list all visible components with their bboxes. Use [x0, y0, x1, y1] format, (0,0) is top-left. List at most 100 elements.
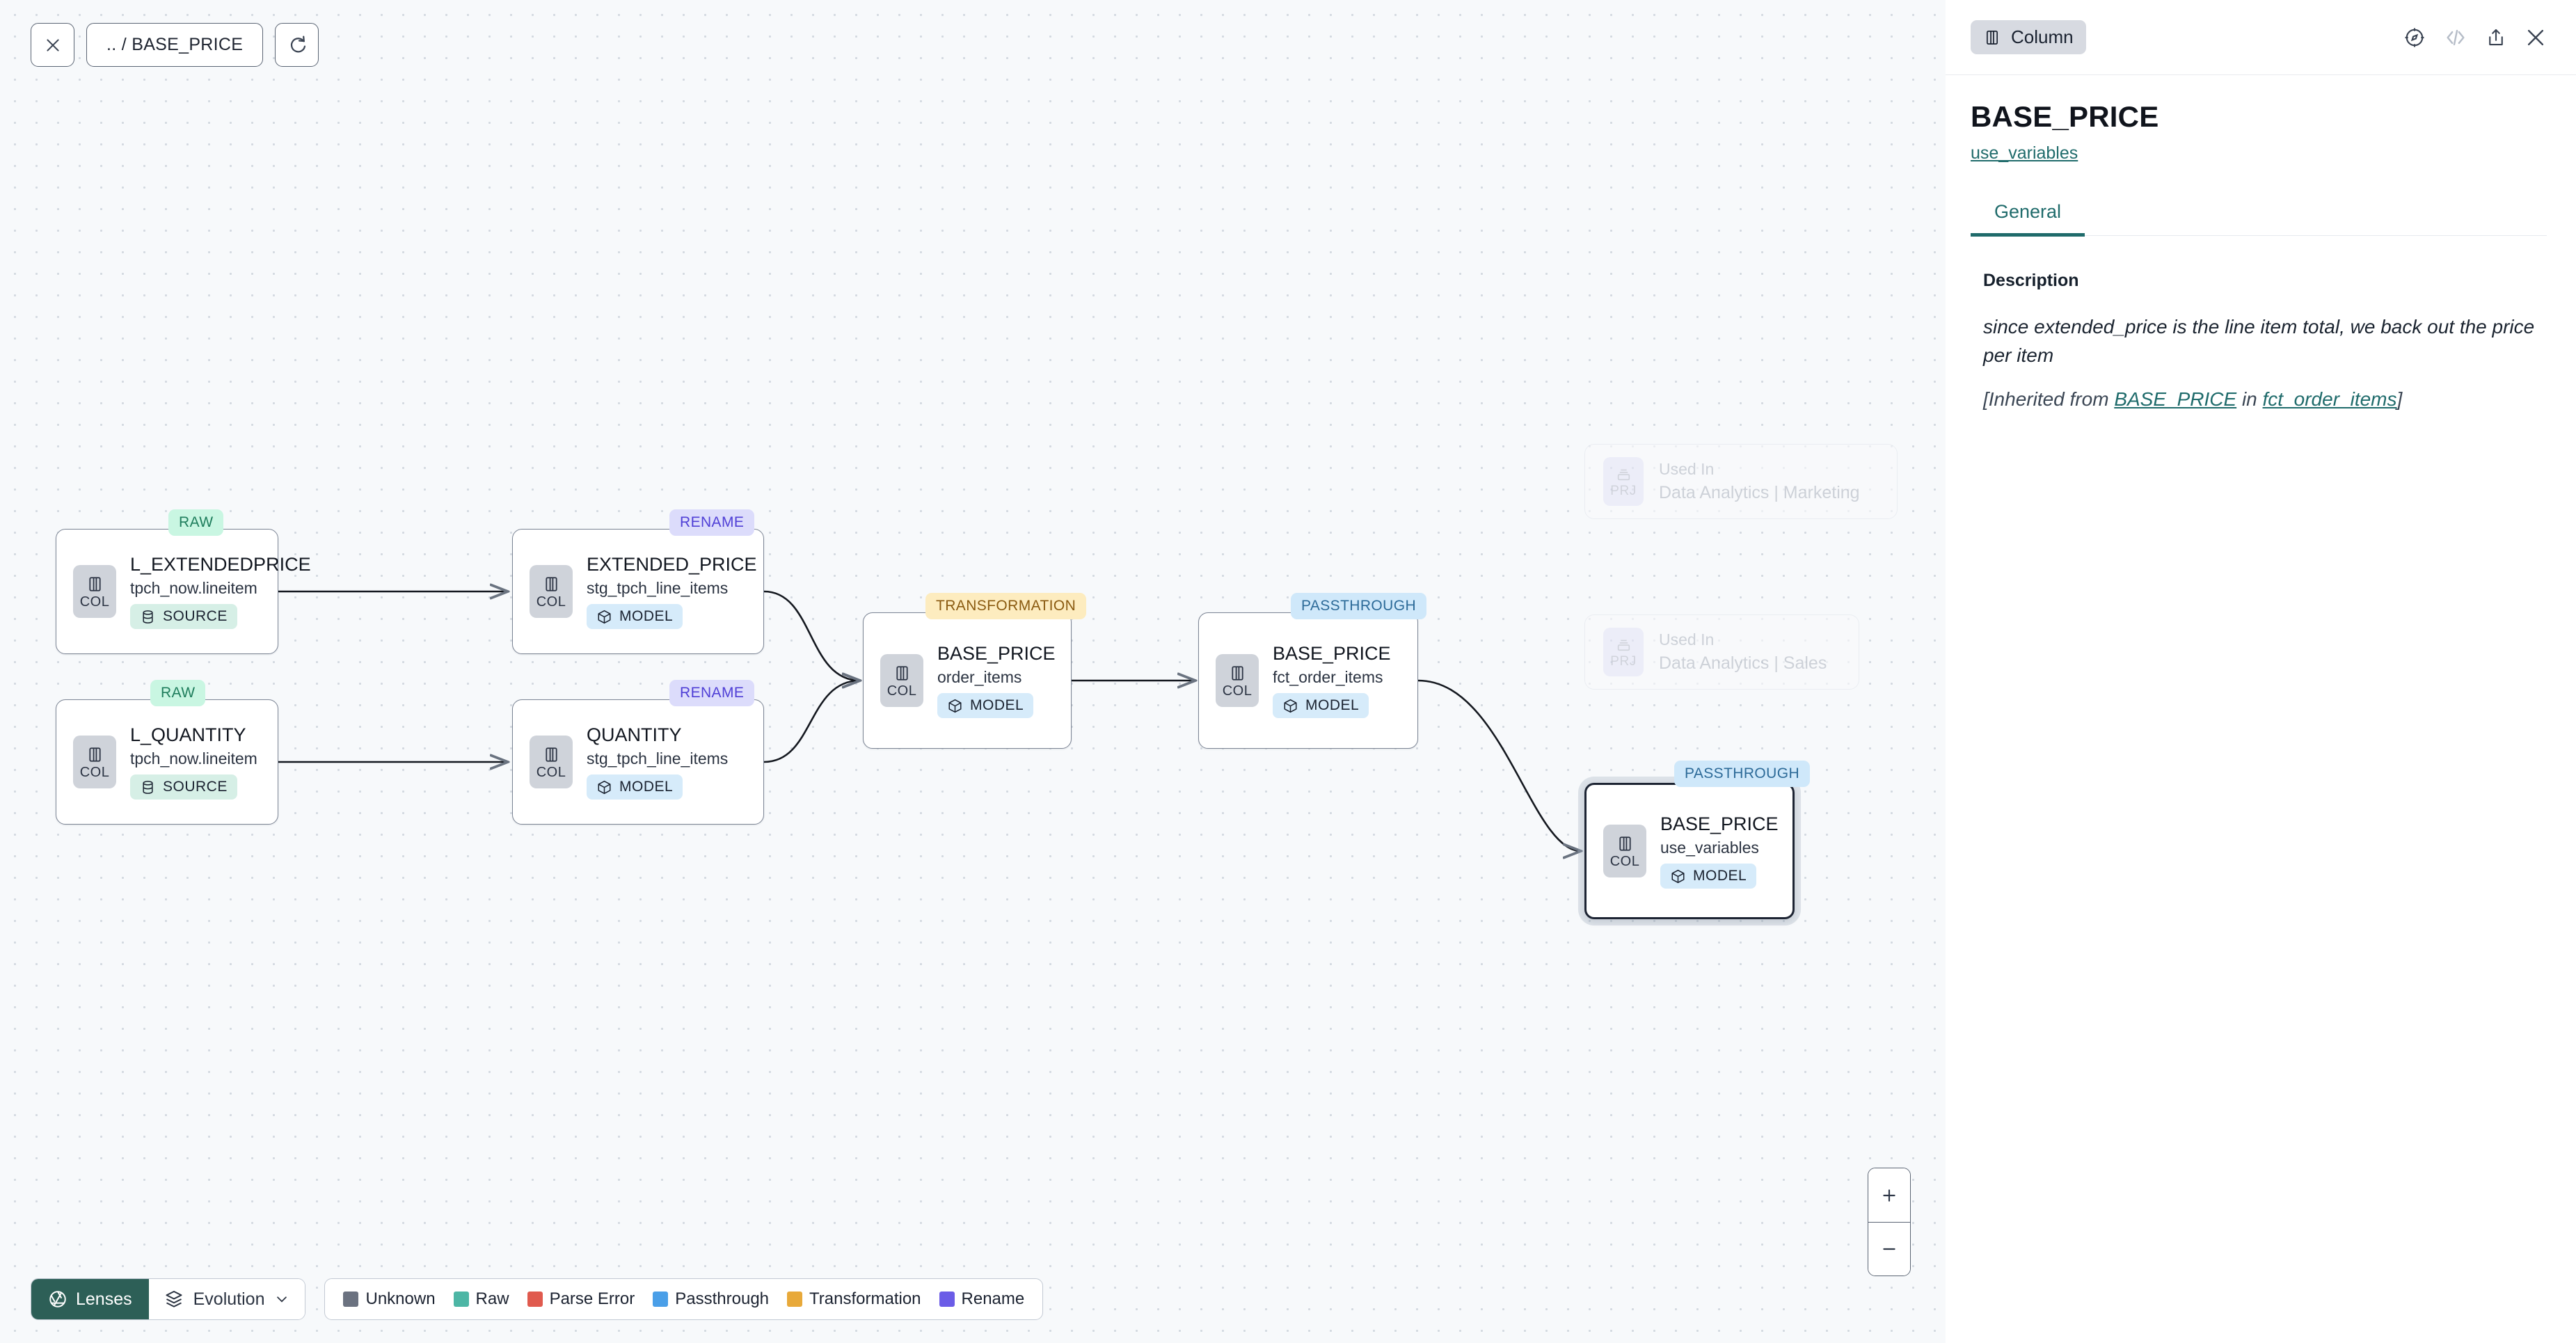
prj-chip: PRJ: [1603, 628, 1644, 676]
legend-item[interactable]: Raw: [453, 1289, 509, 1309]
close-lineage-button[interactable]: [31, 23, 74, 67]
col-chip-label: COL: [1222, 683, 1253, 699]
prj-chip-label: PRJ: [1610, 654, 1637, 669]
inherited-middle: in: [2236, 388, 2263, 410]
zoom-in-button[interactable]: [1868, 1168, 1910, 1222]
legend-item[interactable]: Rename: [939, 1289, 1024, 1309]
column-icon: [896, 665, 908, 681]
used-in-body: Used In Data Analytics | Marketing: [1659, 460, 1860, 503]
node-inner: COL BASE_PRICE order_items MODEL: [864, 613, 1071, 748]
project-icon: [1617, 639, 1630, 651]
prj-chip-label: PRJ: [1610, 484, 1637, 498]
evolution-label: Evolution: [193, 1289, 265, 1309]
details-panel-body: BASE_PRICE use_variables General Descrip…: [1946, 75, 2576, 414]
parent-model-link[interactable]: use_variables: [1971, 143, 2078, 163]
legend-label: Parse Error: [549, 1289, 635, 1308]
legend-label: Raw: [475, 1289, 509, 1308]
tab-general[interactable]: General: [1971, 201, 2085, 237]
node-kind-label: SOURCE: [163, 779, 228, 795]
node-subtitle: order_items: [937, 667, 1022, 686]
col-chip-label: COL: [1609, 853, 1640, 869]
node-badge-passthrough: PASSTHROUGH: [1291, 593, 1427, 619]
node-badge-raw: RAW: [168, 509, 224, 536]
aperture-icon: [49, 1291, 66, 1308]
used-in-card[interactable]: PRJ Used In Data Analytics | Marketing: [1584, 444, 1898, 519]
node-kind-label: MODEL: [619, 779, 674, 795]
col-chip: COL: [73, 565, 116, 618]
description-text: since extended_price is the line item to…: [1983, 316, 2535, 366]
node-kind-label: MODEL: [619, 608, 674, 625]
node-inner: COL EXTENDED_PRICE stg_tpch_line_items M…: [513, 530, 763, 653]
canvas-toolbar: .. / BASE_PRICE: [31, 23, 319, 67]
entity-type-chip: Column: [1971, 20, 2086, 54]
node-kind-label: SOURCE: [163, 608, 228, 625]
node-body: L_EXTENDEDPRICE tpch_now.lineitem SOURCE: [130, 554, 311, 630]
legend-item[interactable]: Transformation: [787, 1289, 921, 1309]
column-icon: [1619, 836, 1631, 851]
close-icon[interactable]: [2525, 26, 2547, 49]
cube-icon: [598, 610, 611, 623]
col-chip: COL: [530, 736, 573, 788]
inherited-column-link[interactable]: BASE_PRICE: [2114, 388, 2237, 410]
node-kind-pill: MODEL: [937, 693, 1034, 719]
lineage-node[interactable]: COL BASE_PRICE fct_order_items MODEL: [1198, 612, 1418, 749]
code-icon[interactable]: [2444, 26, 2467, 49]
node-inner: COL L_EXTENDEDPRICE tpch_now.lineitem SO…: [56, 530, 311, 653]
col-chip-label: COL: [536, 594, 566, 610]
breadcrumb-label: .. / BASE_PRICE: [106, 35, 244, 54]
used-in-value: Data Analytics | Sales: [1659, 653, 1827, 673]
used-in-label: Used In: [1659, 460, 1715, 478]
compass-icon[interactable]: [2403, 26, 2426, 49]
legend-swatch: [453, 1292, 469, 1307]
legend-label: Unknown: [365, 1289, 436, 1308]
lens-group: Lenses Evolution: [31, 1278, 306, 1320]
node-body: BASE_PRICE order_items MODEL: [937, 642, 1056, 719]
used-in-card[interactable]: PRJ Used In Data Analytics | Sales: [1584, 614, 1859, 690]
lineage-node[interactable]: COL L_EXTENDEDPRICE tpch_now.lineitem SO…: [56, 529, 311, 654]
layers-icon: [166, 1291, 182, 1308]
col-chip: COL: [73, 736, 116, 788]
col-chip: COL: [880, 654, 923, 707]
lineage-node[interactable]: COL QUANTITY stg_tpch_line_items MODEL: [512, 699, 764, 825]
node-kind-pill: MODEL: [587, 774, 683, 800]
node-kind-pill: SOURCE: [130, 774, 237, 800]
lineage-legend: Unknown Raw Parse Error Passthrough Transfor…: [324, 1278, 1044, 1320]
refresh-icon: [290, 35, 305, 52]
node-inner: COL QUANTITY stg_tpch_line_items MODEL: [513, 700, 763, 824]
node-title: BASE_PRICE: [1273, 642, 1391, 664]
node-badge-rename: RENAME: [669, 509, 755, 536]
description-heading: Description: [1983, 271, 2079, 290]
lineage-node[interactable]: COL EXTENDED_PRICE stg_tpch_line_items M…: [512, 529, 764, 654]
lineage-node[interactable]: COL BASE_PRICE order_items MODEL: [863, 612, 1072, 749]
node-body: BASE_PRICE use_variables MODEL: [1660, 813, 1779, 889]
lineage-node-selected[interactable]: COL BASE_PRICE use_variables MODEL: [1584, 783, 1795, 919]
column-icon: [88, 576, 101, 591]
legend-label: Passthrough: [675, 1289, 770, 1308]
node-kind-label: MODEL: [1693, 868, 1747, 884]
col-chip-label: COL: [79, 764, 110, 780]
cube-icon: [1284, 699, 1297, 713]
legend-swatch: [653, 1292, 669, 1307]
breadcrumb[interactable]: .. / BASE_PRICE: [86, 23, 264, 67]
column-icon: [1986, 30, 1998, 45]
legend-item[interactable]: Parse Error: [527, 1289, 635, 1309]
lineage-canvas[interactable]: .. / BASE_PRICE PRJ Used In Data Analyti…: [0, 0, 1946, 1343]
minus-icon: [1883, 1248, 1895, 1250]
inherited-model-link[interactable]: fct_order_items: [2262, 388, 2397, 410]
legend-item[interactable]: Unknown: [343, 1289, 436, 1309]
legend-item[interactable]: Passthrough: [653, 1289, 769, 1309]
share-icon[interactable]: [2486, 27, 2506, 48]
node-title: L_QUANTITY: [130, 724, 246, 745]
col-chip: COL: [530, 565, 573, 618]
refresh-button[interactable]: [275, 23, 319, 67]
zoom-out-button[interactable]: [1868, 1222, 1910, 1276]
lenses-button[interactable]: Lenses: [31, 1279, 149, 1319]
lineage-node[interactable]: COL L_QUANTITY tpch_now.lineitem SOURCE: [56, 699, 278, 825]
used-in-value: Data Analytics | Marketing: [1659, 483, 1860, 502]
evolution-dropdown[interactable]: Evolution: [148, 1279, 305, 1319]
col-chip-label: COL: [536, 764, 566, 780]
node-subtitle: stg_tpch_line_items: [587, 578, 729, 597]
description-section: Description since extended_price is the …: [1971, 271, 2547, 414]
node-title: BASE_PRICE: [937, 642, 1056, 664]
node-subtitle: stg_tpch_line_items: [587, 749, 729, 768]
